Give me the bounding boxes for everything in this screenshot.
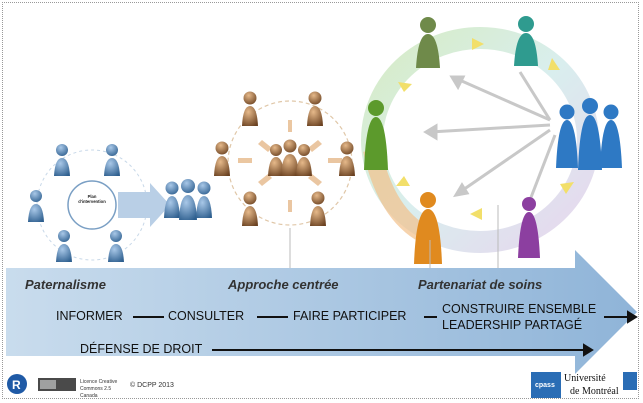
cc-logo-icon (7, 374, 27, 394)
stage-label-partnership: Partenariat de soins (418, 277, 543, 292)
step-advocacy: DÉFENSE DE DROIT (80, 342, 203, 356)
step-shared-leadership: LEADERSHIP PARTAGÉ (442, 318, 583, 332)
license-text: Licence Creative Commons 2.5 Canada (80, 379, 118, 399)
centered-approach-group (214, 91, 355, 226)
paternalism-group (28, 144, 212, 262)
cpass-logo-text: cpass (535, 382, 555, 389)
university-line2: de Montréal (570, 386, 619, 397)
copyright-text: © DCPP 2013 (130, 382, 174, 389)
stage-label-centered: Approche centrée (228, 277, 339, 292)
cpass-logo (531, 372, 561, 398)
progression-arrow (6, 250, 637, 374)
plan-label-line2: d'intervention (78, 199, 106, 204)
stage-label-paternalism: Paternalisme (25, 277, 106, 292)
partnership-group (361, 16, 622, 268)
step-connectors (133, 310, 638, 357)
svg-text:R: R (12, 378, 21, 392)
university-line1: Université (564, 373, 606, 384)
step-build-together: CONSTRUIRE ENSEMBLE (442, 302, 597, 316)
step-participate: FAIRE PARTICIPER (293, 309, 407, 323)
slide-border (2, 2, 639, 399)
step-inform: INFORMER (56, 309, 123, 323)
step-consult: CONSULTER (168, 309, 245, 323)
plan-label-line1: Plan (87, 194, 97, 199)
plan-label: Plan d'intervention (74, 194, 110, 204)
udem-logo-icon (623, 372, 637, 390)
